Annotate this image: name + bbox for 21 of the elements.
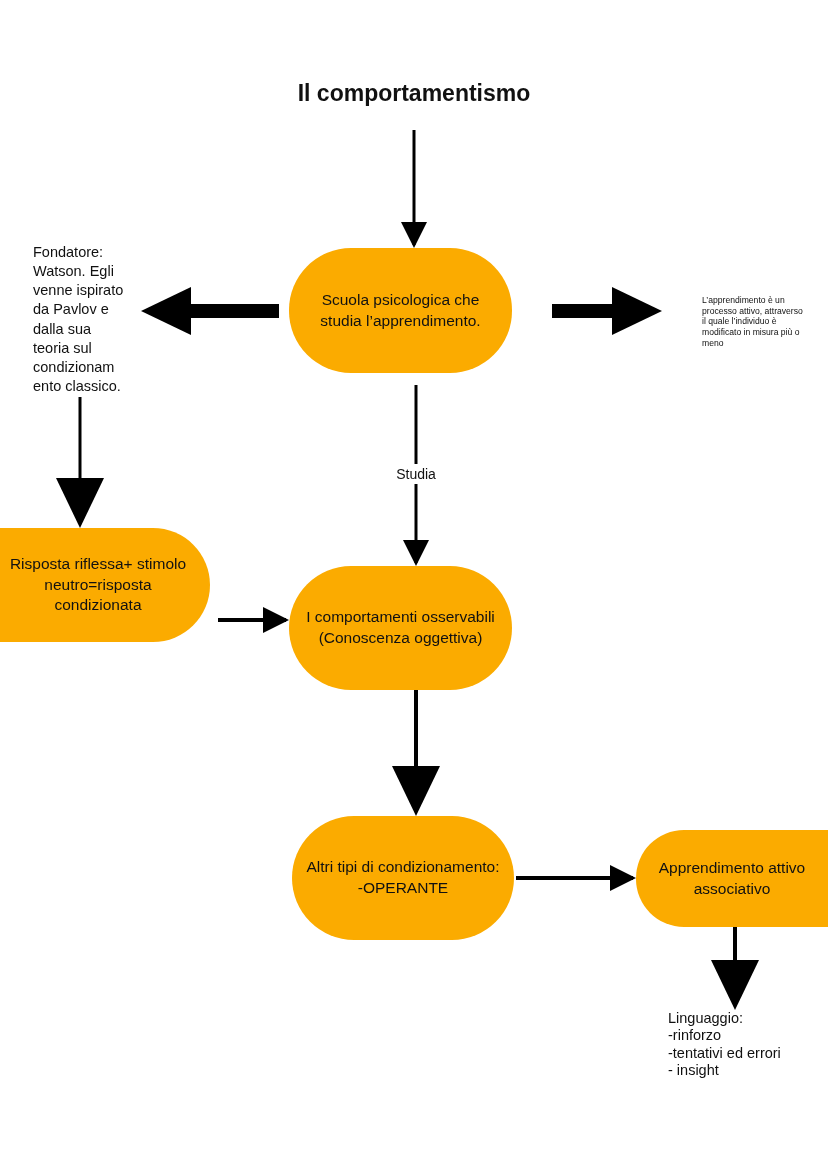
arrow	[711, 927, 759, 1010]
list-text: -rinforzo	[668, 1027, 723, 1045]
arrow	[403, 385, 429, 566]
arrow	[516, 865, 636, 891]
list-text: -tentativi ed errori	[668, 1044, 782, 1063]
note-text: L’apprendimento è un processo attivo, attraverso il quale l’individuo è modificato in misura più o meno	[702, 295, 804, 349]
arrow	[552, 287, 662, 335]
title-text: Il comportamentismo	[296, 80, 532, 107]
arrow	[401, 130, 427, 248]
list-text: Linguaggio:	[668, 1010, 744, 1028]
rounded-process-box: Scuola psicologica che studia l’apprendimento.	[289, 248, 512, 373]
arrow	[56, 397, 104, 528]
rounded-process-box: I comportamenti osservabili (Conoscenza oggettiva)	[289, 566, 512, 690]
arrow	[141, 287, 279, 335]
arrow	[392, 690, 440, 816]
note-text: Fondatore: Watson. Egli venne ispirato da Pavlov e dalla sua teoria sul condizionam ento classico.	[33, 243, 125, 396]
arrow	[218, 607, 289, 633]
rounded-process-box: Apprendimento attivo associativo	[636, 830, 828, 927]
rounded-process-box: Risposta riflessa+ stimolo neutro=risposta condizionata	[0, 528, 210, 642]
rounded-process-box: Altri tipi di condizionamento: -OPERANTE	[292, 816, 514, 940]
list-text: - insight	[668, 1062, 720, 1080]
